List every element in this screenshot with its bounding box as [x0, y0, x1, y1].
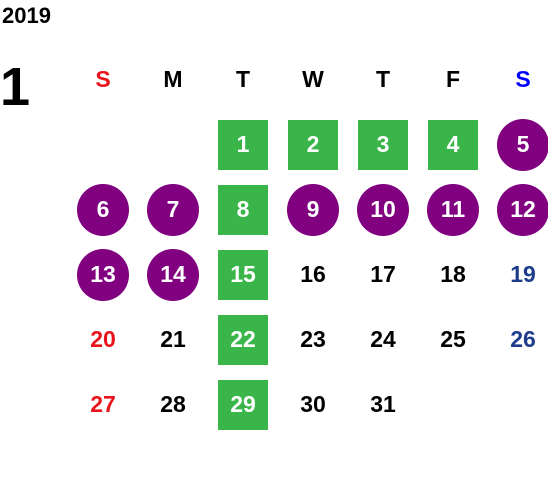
day-cell[interactable]: 19 [488, 242, 548, 307]
day-number: 27 [90, 391, 116, 417]
weekday-header: S [95, 66, 111, 92]
month-number: 1 [0, 57, 31, 117]
weekday-header: T [375, 66, 391, 92]
day-cell[interactable]: 16 [278, 242, 348, 307]
day-cell[interactable]: 20 [68, 307, 138, 372]
day-cell[interactable]: 9 [278, 177, 348, 242]
day-cell[interactable]: 2 [278, 112, 348, 177]
day-cell[interactable]: 1 [208, 112, 278, 177]
day-number: 30 [300, 391, 326, 417]
day-number: 3 [358, 119, 408, 170]
day-cell[interactable]: 24 [348, 307, 418, 372]
day-number: 10 [357, 183, 409, 236]
day-cell[interactable]: 26 [488, 307, 548, 372]
day-cell[interactable]: 18 [418, 242, 488, 307]
day-number: 1 [218, 119, 268, 170]
day-cell[interactable]: 30 [278, 372, 348, 437]
weekday-header: W [302, 66, 324, 92]
day-number: 26 [510, 326, 536, 352]
day-cell[interactable]: 31 [348, 372, 418, 437]
day-number: 23 [300, 326, 326, 352]
weekday-header: T [235, 66, 251, 92]
day-number: 24 [370, 326, 396, 352]
day-cell[interactable]: 28 [138, 372, 208, 437]
day-number: 11 [427, 183, 479, 236]
day-cell[interactable]: 22 [208, 307, 278, 372]
day-cell[interactable]: 17 [348, 242, 418, 307]
day-number: 22 [218, 314, 268, 365]
day-cell[interactable]: 25 [418, 307, 488, 372]
day-number: 31 [370, 391, 396, 417]
day-number: 17 [370, 261, 396, 287]
day-cell[interactable]: 14 [138, 242, 208, 307]
day-number: 19 [510, 261, 536, 287]
day-number: 13 [77, 248, 129, 301]
day-cell[interactable]: 4 [418, 112, 488, 177]
day-number: 4 [428, 119, 478, 170]
year-label: 2019 [2, 3, 51, 28]
day-number: 7 [147, 183, 199, 236]
day-cell[interactable]: 21 [138, 307, 208, 372]
day-number: 16 [300, 261, 326, 287]
day-number: 14 [147, 248, 199, 301]
day-cell[interactable]: 8 [208, 177, 278, 242]
day-number: 9 [287, 183, 339, 236]
day-cell[interactable]: 5 [488, 112, 548, 177]
empty-cell [68, 112, 138, 177]
day-cell[interactable]: 29 [208, 372, 278, 437]
day-number: 6 [77, 183, 129, 236]
day-cell[interactable]: 7 [138, 177, 208, 242]
day-cell[interactable]: 10 [348, 177, 418, 242]
day-number: 20 [90, 326, 116, 352]
day-cell[interactable]: 15 [208, 242, 278, 307]
day-number: 8 [218, 184, 268, 235]
day-cell[interactable]: 11 [418, 177, 488, 242]
weekday-header: F [445, 66, 461, 92]
day-number: 25 [440, 326, 466, 352]
day-number: 5 [497, 118, 548, 171]
day-cell[interactable]: 23 [278, 307, 348, 372]
day-number: 12 [497, 183, 548, 236]
day-number: 28 [160, 391, 186, 417]
empty-cell [138, 112, 208, 177]
day-number: 29 [218, 379, 268, 430]
day-number: 18 [440, 261, 466, 287]
day-cell[interactable]: 3 [348, 112, 418, 177]
day-cell[interactable]: 6 [68, 177, 138, 242]
weekday-header: M [163, 66, 183, 92]
day-number: 21 [160, 326, 186, 352]
day-cell[interactable]: 12 [488, 177, 548, 242]
day-number: 2 [288, 119, 338, 170]
day-number: 15 [218, 249, 268, 300]
day-cell[interactable]: 13 [68, 242, 138, 307]
weekday-header: S [515, 66, 531, 92]
day-cell[interactable]: 27 [68, 372, 138, 437]
